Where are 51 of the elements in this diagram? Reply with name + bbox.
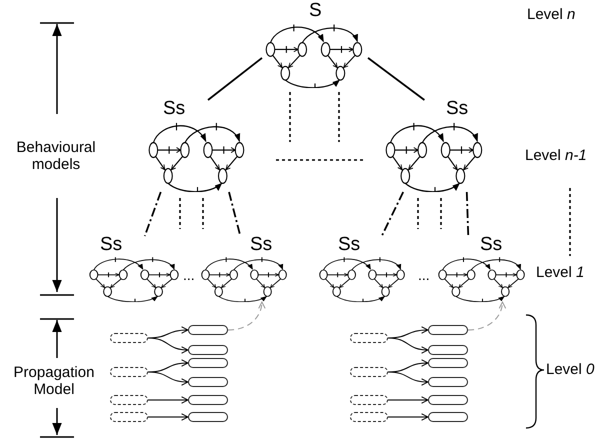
diagram-label: Level 1	[536, 265, 584, 282]
dashed-pill	[110, 367, 148, 377]
system-label: Ss	[163, 100, 186, 118]
dashed-pill	[350, 367, 388, 377]
connector	[388, 372, 428, 386]
connector	[148, 372, 188, 386]
diagram-label: Propagation Model	[12, 365, 96, 398]
system-label: Ss	[250, 236, 272, 254]
connector	[466, 192, 470, 236]
dashed-pill	[350, 395, 388, 405]
pill	[428, 412, 468, 422]
pill	[188, 325, 228, 335]
diagram-label: Behavioural models	[15, 140, 97, 173]
pill	[188, 358, 228, 368]
dashed-pill	[350, 333, 388, 343]
system-label: Ss	[338, 236, 360, 254]
dashed-pill	[110, 412, 148, 422]
diagram-label: Level n-1	[525, 148, 587, 164]
connector	[468, 302, 506, 330]
system-label: Ss	[480, 236, 502, 254]
pill	[188, 412, 228, 422]
connector	[144, 192, 162, 236]
connector	[228, 192, 242, 236]
diagram-label: Level n	[527, 7, 576, 24]
pill	[428, 325, 468, 335]
diagram-label: Level 0	[546, 362, 594, 378]
connector	[148, 338, 188, 354]
connector	[148, 396, 188, 404]
pill	[428, 395, 468, 405]
connector	[367, 57, 425, 101]
connector	[228, 302, 266, 330]
connector	[388, 396, 428, 404]
pill	[428, 358, 468, 368]
pill	[188, 345, 228, 355]
pill	[428, 345, 468, 355]
connector	[388, 413, 428, 421]
diagram-label: ...	[183, 268, 195, 284]
system-label: Ss	[100, 236, 122, 254]
diagram-label: ...	[418, 268, 430, 284]
connector	[207, 57, 263, 101]
pill	[188, 395, 228, 405]
dashed-pill	[110, 395, 148, 405]
system-label: S	[309, 2, 322, 20]
connector	[381, 192, 404, 236]
connector	[148, 413, 188, 421]
pill	[188, 377, 228, 387]
pill	[428, 377, 468, 387]
connector	[388, 338, 428, 354]
system-label: Ss	[446, 100, 468, 118]
dashed-pill	[110, 333, 148, 343]
dashed-pill	[350, 412, 388, 422]
